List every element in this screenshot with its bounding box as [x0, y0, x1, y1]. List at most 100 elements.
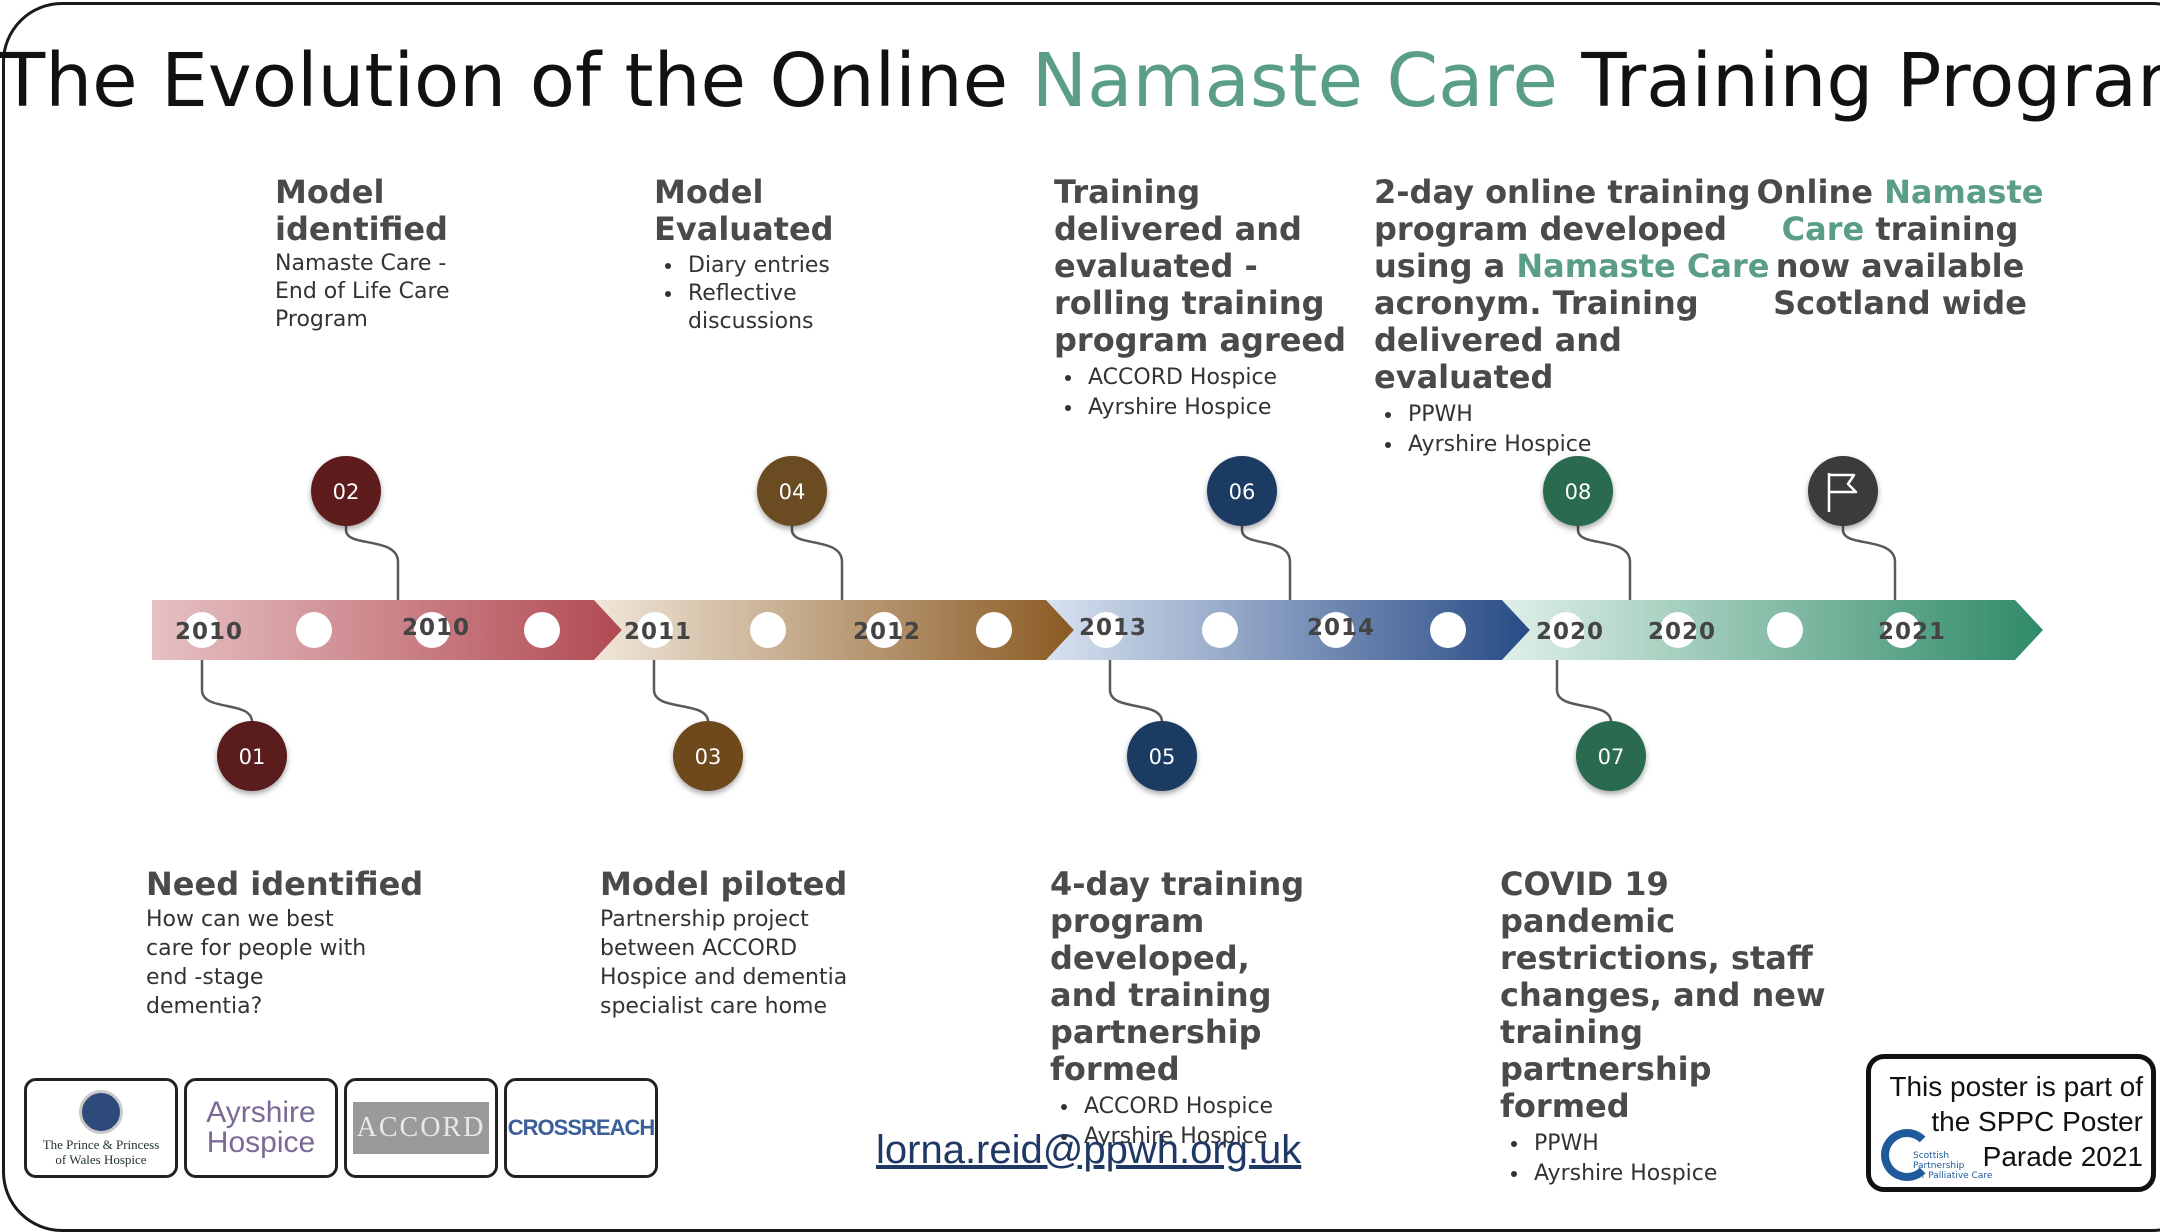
crossreach-logo: CROSSREACH: [504, 1078, 658, 1178]
connector-05: [1108, 660, 1164, 730]
timeline-dot: [866, 612, 902, 648]
milestone-07-text: COVID 19 pandemic restrictions, staff ch…: [1500, 866, 1840, 1189]
marker-04: 04: [757, 456, 827, 526]
flag-icon: [1827, 473, 1858, 512]
title-part2: Training Program: [1581, 38, 2160, 124]
marker-08-circle: [1543, 456, 1613, 526]
ayrshire-hospice-logo: Ayrshire Hospice: [184, 1078, 338, 1178]
timeline-dot: [976, 612, 1012, 648]
milestone-05-heading-line: partnership formed: [1050, 1013, 1262, 1088]
ayrshire-logo-line: Hospice: [206, 1126, 316, 1159]
milestone-06-text: Training delivered and evaluated - rolli…: [1054, 174, 1354, 423]
timeline-dots: [184, 612, 1920, 648]
milestone-03-body-line: between ACCORD: [600, 936, 798, 961]
milestone-07-heading-line: training partnership: [1500, 1013, 1712, 1088]
title-part1: The Evolution of the Online: [0, 38, 1009, 124]
milestone-07-bullet: Ayrshire Hospice: [1530, 1159, 1840, 1189]
marker-03-number: 03: [695, 745, 722, 769]
connector-flag: [1841, 526, 1897, 600]
marker-connectors: [200, 526, 1897, 730]
crest-icon: [79, 1089, 123, 1134]
arrow-segment-2013-2014: [1046, 600, 1530, 660]
marker-05-circle: [1127, 721, 1197, 791]
milestone-02-text: Model identified Namaste Care - End of L…: [275, 174, 505, 334]
marker-02-number: 02: [333, 480, 360, 504]
year-tick-label: 2021: [1878, 619, 1946, 645]
connector-03: [652, 660, 710, 730]
milestone-06-heading-line: rolling training: [1054, 284, 1325, 322]
connector-04: [790, 526, 844, 600]
crossreach-logo-text: CROSSREACH: [507, 1115, 655, 1140]
timeline-dot: [1884, 612, 1920, 648]
title-highlight: Namaste Care: [1031, 38, 1558, 124]
milestone-06-bullet: ACCORD Hospice: [1084, 363, 1354, 393]
milestone-03-text: Model piloted Partnership project betwee…: [600, 866, 900, 1021]
final-heading-highlight: Namaste: [1884, 173, 2044, 211]
milestone-07-bullet: PPWH: [1530, 1129, 1840, 1159]
marker-07-number: 07: [1598, 745, 1625, 769]
poster: The Evolution of the Online Namaste Care…: [0, 0, 2160, 1200]
milestone-07-heading-line: restrictions, staff: [1500, 939, 1813, 977]
year-tick-label: 2014: [1307, 615, 1375, 641]
sppc-badge-line: Parade 2021: [1982, 1141, 2143, 1172]
marker-05-number: 05: [1149, 745, 1176, 769]
milestone-01-body-line: care for people with: [146, 936, 367, 961]
milestone-07-heading-line: changes, and new: [1500, 976, 1826, 1014]
accord-logo-plate: ACCORD: [353, 1102, 489, 1154]
arrow-segment-2011-2012: [594, 600, 1074, 660]
milestone-02-heading-line: Model: [275, 173, 385, 211]
timeline-dot: [1660, 612, 1696, 648]
sppc-badge-line: This poster is part of: [1889, 1071, 2143, 1102]
marker-01-circle: [217, 721, 287, 791]
arrow-segment-2010: [152, 600, 622, 660]
final-milestone-text: Online Namaste Care training now availab…: [1744, 174, 2056, 322]
milestone-08-bullet: Ayrshire Hospice: [1404, 430, 1794, 460]
milestone-06-heading-line: delivered and: [1054, 210, 1302, 248]
accord-logo-text: ACCORD: [356, 1112, 486, 1143]
marker-08: 08: [1543, 456, 1613, 526]
marker-06: 06: [1207, 456, 1277, 526]
sppc-logo-line: for Palliative Care: [1913, 1171, 1993, 1181]
final-heading-text: Online: [1756, 173, 1873, 211]
year-tick-label: 2020: [1536, 619, 1604, 645]
connector-07: [1555, 660, 1613, 730]
marker-05: 05: [1127, 721, 1197, 791]
milestone-05-heading-line: 4-day training: [1050, 865, 1305, 903]
year-tick-label: 2011: [624, 619, 692, 645]
connector-08: [1576, 526, 1632, 600]
milestone-05-bullet: Ayrshire Hospice: [1080, 1122, 1400, 1152]
milestone-06-bullet: Ayrshire Hospice: [1084, 393, 1354, 423]
marker-07: 07: [1576, 721, 1646, 791]
milestone-01-heading: Need identified: [146, 865, 424, 903]
milestone-08-bullet: PPWH: [1404, 400, 1794, 430]
timeline-dot: [1088, 612, 1124, 648]
milestone-01-body-line: How can we best: [146, 907, 334, 932]
milestone-02-heading-line: identified: [275, 210, 448, 248]
ppwh-logo-line: of Wales Hospice: [55, 1151, 147, 1167]
milestone-03-body-line: Hospice and dementia: [600, 965, 848, 990]
timeline-dot: [1202, 612, 1238, 648]
year-tick-label: 2013: [1079, 615, 1147, 641]
milestone-02-body-line: Namaste Care -: [275, 251, 447, 276]
contact-email-link[interactable]: lorna.reid@ppwh.org.uk: [876, 1128, 1302, 1172]
year-tick-label: 2010: [402, 615, 470, 641]
milestone-04-bullet: Diary entries: [684, 252, 904, 280]
final-heading-text: training: [1875, 210, 2019, 248]
timeline-dot: [750, 612, 786, 648]
milestone-08-heading-line: using a Namaste Care: [1374, 248, 1794, 285]
marker-06-circle: [1207, 456, 1277, 526]
milestone-01-body-line: end -stage: [146, 965, 264, 990]
connector-06: [1240, 526, 1292, 600]
sppc-poster-badge: This poster is part of the SPPC Poster P…: [1866, 1054, 2156, 1192]
timeline: 2010 2010 2011 2012 2013 2014 2020 2020 …: [152, 456, 2043, 791]
year-tick-label: 2012: [853, 619, 921, 645]
milestone-01-body-line: dementia?: [146, 994, 263, 1019]
year-tick-label: 2010: [175, 619, 243, 645]
milestone-08-heading-line: delivered and evaluated: [1374, 321, 1622, 396]
milestone-02-body-line: Program: [275, 307, 368, 332]
milestone-06-heading-line: Training: [1054, 173, 1201, 211]
marker-flag: [1808, 456, 1878, 526]
milestone-04-heading-line: Model: [654, 173, 764, 211]
milestone-05-bullet: ACCORD Hospice: [1080, 1092, 1400, 1122]
milestone-04-heading-line: Evaluated: [654, 210, 834, 248]
